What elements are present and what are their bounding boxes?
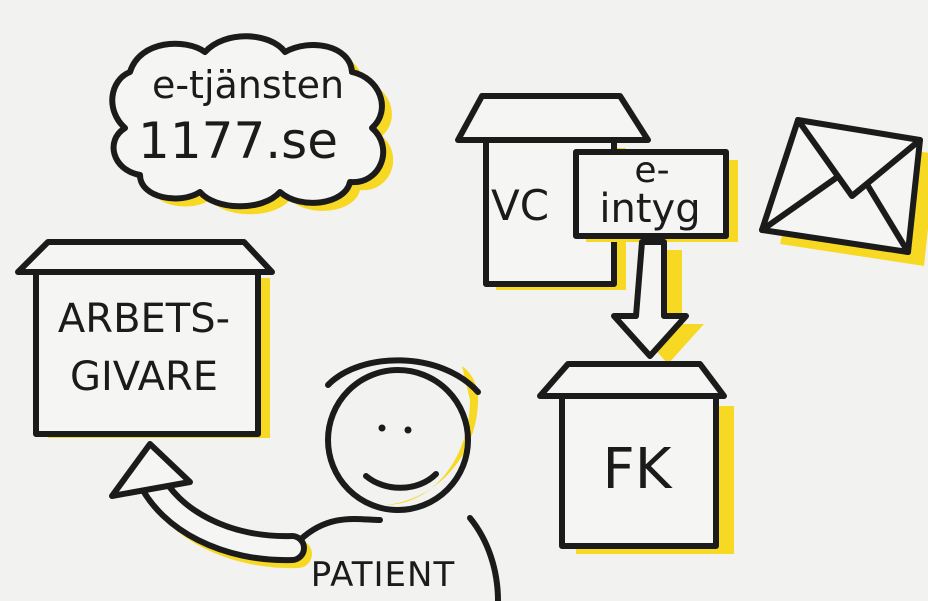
clinic-roof — [455, 93, 651, 143]
clinic-label: VC — [491, 181, 549, 230]
certificate-document: e- intyg — [573, 149, 738, 242]
cloud-line2: 1177.se — [138, 112, 338, 170]
arrow-down-icon — [611, 239, 704, 364]
cloud-1177: e-tjänsten 1177.se — [109, 33, 394, 215]
certificate-line2: intyg — [599, 186, 700, 232]
envelope-icon — [759, 117, 928, 266]
patient-hair — [325, 357, 481, 395]
patient-label: PATIENT — [311, 555, 455, 595]
arrow-curved-icon — [109, 441, 312, 569]
employer-box — [33, 269, 261, 437]
employer-line1: ARBETS- — [58, 296, 230, 342]
employer-roof — [15, 239, 275, 275]
certificate-line1: e- — [634, 150, 669, 191]
cloud-line1: e-tjänsten — [152, 63, 344, 107]
employer-line2: GIVARE — [70, 354, 218, 400]
employer-building: ARBETS- GIVARE — [15, 239, 275, 438]
agency-building: FK — [537, 361, 734, 554]
patient-head — [325, 367, 471, 513]
certificate-box — [573, 149, 729, 239]
patient-smile — [363, 471, 439, 491]
agency-label: FK — [603, 437, 673, 502]
patient-figure: PATIENT — [297, 357, 501, 601]
agency-roof — [537, 361, 727, 399]
agency-box — [559, 393, 719, 549]
